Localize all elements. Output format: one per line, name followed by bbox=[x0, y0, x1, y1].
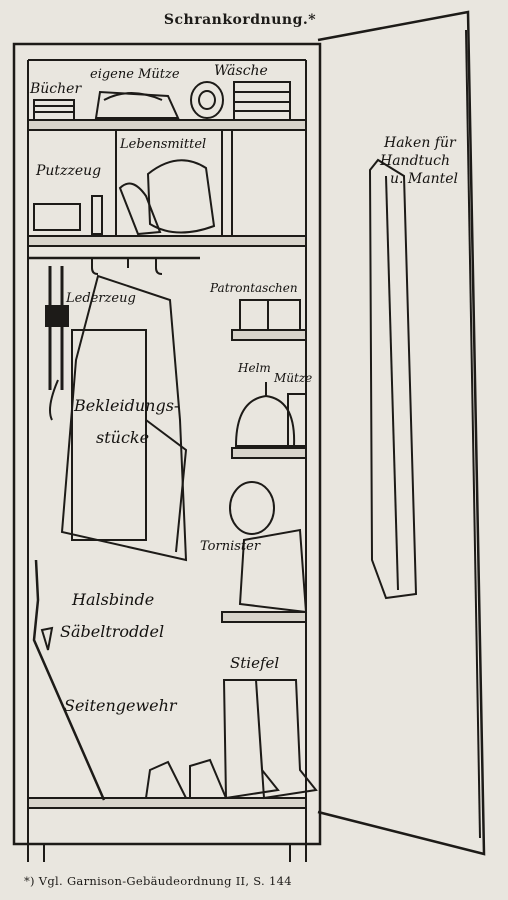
label-eigene-muetze: eigene Mütze bbox=[90, 67, 180, 82]
books-stack bbox=[33, 99, 75, 121]
label-seitengewehr: Seitengewehr bbox=[64, 696, 177, 715]
label-stuecke: stücke bbox=[96, 428, 150, 447]
label-saebeltroddel: Säbeltroddel bbox=[60, 622, 165, 641]
label-handtuch: Handtuch bbox=[380, 153, 451, 169]
label-lederzeug: Lederzeug bbox=[66, 291, 136, 306]
cabinet-frame bbox=[12, 42, 322, 846]
label-halsbinde: Halsbinde bbox=[72, 590, 155, 609]
shelf-bottom bbox=[27, 797, 307, 809]
label-lebensmittel: Lebensmittel bbox=[120, 137, 207, 152]
shelf-patrontaschen bbox=[231, 329, 307, 341]
laundry-stack bbox=[190, 81, 291, 121]
towel-on-door bbox=[368, 158, 418, 600]
tornister bbox=[238, 528, 308, 614]
cartridge-pouches bbox=[239, 299, 301, 331]
cleaning-box bbox=[33, 203, 81, 231]
label-bekleidungs: Bekleidungs- bbox=[74, 396, 180, 415]
label-putzzeug: Putzzeug bbox=[36, 163, 102, 179]
helmet bbox=[234, 394, 296, 447]
label-stiefel: Stiefel bbox=[230, 654, 280, 672]
shelf-helm bbox=[231, 447, 307, 459]
label-helm: Helm bbox=[238, 361, 271, 375]
label-muetze: Mütze bbox=[274, 371, 313, 385]
uniform-jacket bbox=[60, 274, 188, 562]
label-buecher: Bücher bbox=[30, 81, 82, 97]
label-patrontaschen: Patrontaschen bbox=[210, 281, 298, 295]
uniform-trousers bbox=[71, 329, 147, 541]
cap-top bbox=[94, 90, 180, 119]
cabinet-door bbox=[317, 10, 486, 856]
shelf-tornister bbox=[221, 611, 307, 623]
label-waesche: Wäsche bbox=[214, 63, 268, 79]
leather-belt bbox=[48, 266, 64, 390]
side-arm bbox=[32, 559, 106, 801]
shelf-top bbox=[27, 119, 307, 131]
food-bag bbox=[146, 159, 216, 234]
shelf-second bbox=[27, 235, 307, 247]
page-title: Schrankordnung.* bbox=[163, 12, 317, 28]
label-mantel: u. Mantel bbox=[390, 171, 459, 187]
footnote: *) Vgl. Garnison-Gebäudeordnung II, S. 1… bbox=[24, 874, 292, 888]
shoes bbox=[144, 758, 228, 799]
label-tornister: Tornister bbox=[200, 539, 261, 554]
label-haken-fuer: Haken für bbox=[384, 135, 456, 151]
boots bbox=[222, 679, 318, 800]
